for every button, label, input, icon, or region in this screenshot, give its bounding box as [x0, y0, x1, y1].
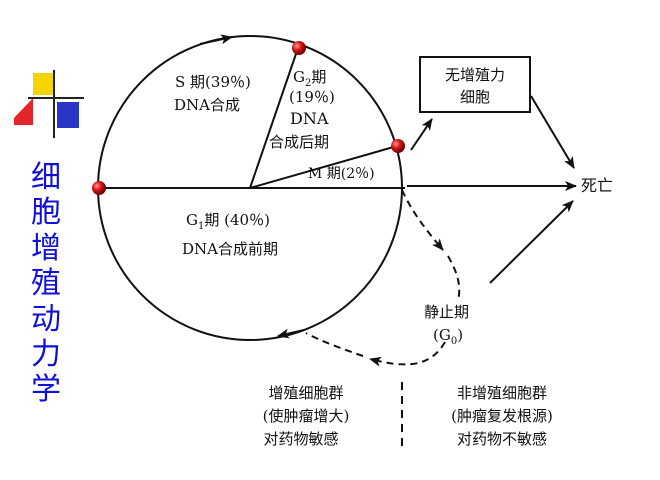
nonprolif-line1: 无增殖力: [445, 66, 505, 84]
g2-phase-desc: 合成后期: [269, 133, 329, 151]
nonprolif-group-line1: 非增殖细胞群: [457, 384, 547, 402]
g2-phase-label: G2期: [293, 68, 326, 89]
side-title-char: 胞: [31, 195, 61, 231]
resting-label: 静止期: [424, 303, 469, 321]
nonprolif-group-line3: 对药物不敏感: [457, 430, 547, 448]
resting-g0-label: (G0): [433, 326, 463, 347]
side-title-char: 增: [31, 230, 61, 266]
arrow-to-resting: [401, 189, 444, 251]
side-title-char: 细: [31, 160, 61, 195]
nonprolif-line2: 细胞: [460, 88, 490, 106]
cycle-arrow-bottom: [277, 328, 305, 339]
marker-dot: [292, 41, 306, 55]
cycle-arrow-top: [199, 34, 233, 45]
arrow-resting-return: [369, 341, 446, 367]
prolif-group-line2: (使肿瘤增大): [263, 407, 350, 425]
dashed-resting-approach: [447, 255, 461, 301]
death-label: 死亡: [581, 176, 613, 195]
side-title-char: 力: [31, 336, 61, 372]
arrow-resting-to-death: [489, 200, 574, 284]
side-title-char: 殖: [31, 266, 61, 302]
m-phase-label: M 期(2％): [308, 166, 375, 182]
g1-phase-label: G1期 (40％): [186, 211, 270, 232]
g1-phase-desc: DNA合成前期: [182, 240, 278, 258]
divider-s-g2: [249, 47, 299, 189]
prolif-group-line3: 对药物敏感: [263, 430, 338, 448]
nonprolif-group-line2: (肿瘤复发根源): [451, 407, 553, 425]
dashed-return-to-cycle: [305, 332, 364, 357]
logo-icon: [14, 70, 84, 138]
s-phase-desc: DNA合成: [174, 96, 240, 114]
nonprolif-box: [419, 56, 531, 113]
s-phase-label: S 期(39％): [175, 73, 251, 91]
arrow-to-nonprolif: [410, 118, 433, 151]
side-title-char: 动: [31, 301, 61, 337]
divider-g2-m: [249, 145, 398, 189]
marker-dot: [92, 181, 106, 195]
marker-dot: [391, 139, 405, 153]
side-title: 细 胞 增 殖 动 力 学: [26, 160, 66, 408]
side-title-char: 学: [31, 372, 61, 408]
arrow-nonprolif-to-death: [530, 95, 575, 169]
prolif-group-line1: 增殖细胞群: [268, 384, 343, 402]
g2-phase-pct: (19％): [289, 88, 335, 106]
g2-phase-dna: DNA: [290, 109, 329, 128]
